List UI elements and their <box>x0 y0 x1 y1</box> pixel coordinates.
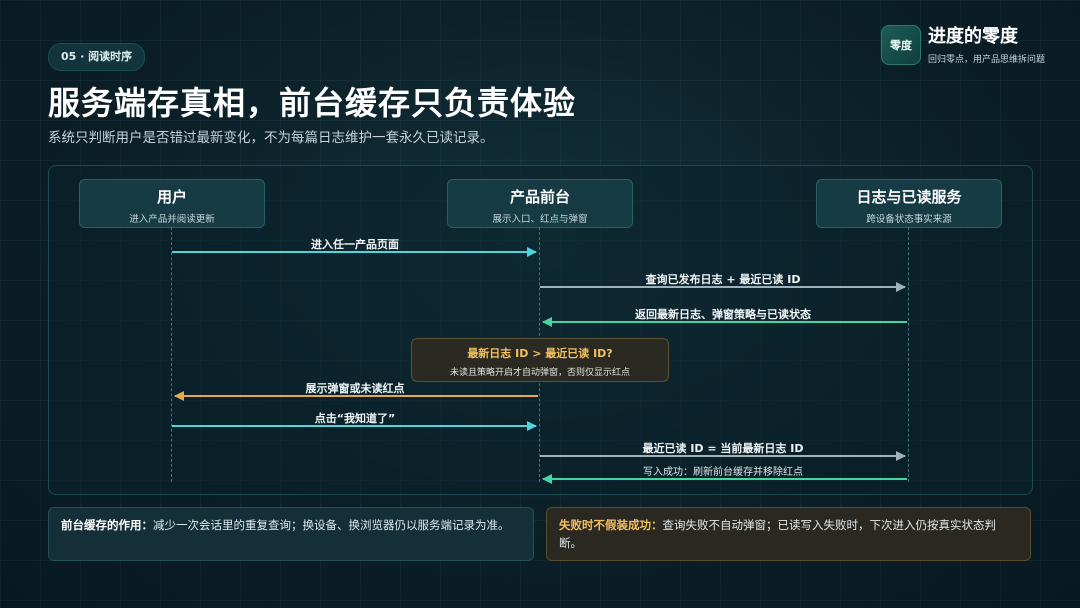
message-label: 最近已读 ID = 当前最新日志 ID <box>642 442 804 455</box>
lane-service: 日志与已读服务 跨设备状态事实来源 <box>816 179 1002 228</box>
brand-logo: 零度 <box>881 25 921 65</box>
section-badge: 05 · 阅读时序 <box>48 43 146 71</box>
message-label: 进入任一产品页面 <box>311 238 399 251</box>
note-key: 失败时不假装成功： <box>559 518 663 532</box>
lifeline-user <box>171 227 172 482</box>
decision-question: 最新日志 ID > 最近已读 ID? <box>467 347 613 360</box>
brand-logo-text: 零度 <box>890 39 912 52</box>
message-label: 查询已发布日志 + 最近已读 ID <box>645 273 801 286</box>
brand-tagline: 回归零点，用产品思维拆问题 <box>928 55 1046 65</box>
note-key: 前台缓存的作用： <box>61 518 153 532</box>
message-label: 写入成功：刷新前台缓存并移除红点 <box>643 467 803 478</box>
lane-name: 日志与已读服务 <box>856 188 962 206</box>
message-label: 展示弹窗或未读红点 <box>305 382 405 395</box>
lane-frontend: 产品前台 展示入口、红点与弹窗 <box>447 179 633 228</box>
page-title: 服务端存真相，前台缓存只负责体验 <box>48 84 577 122</box>
note-frontend-cache: 前台缓存的作用：减少一次会话里的重复查询；换设备、换浏览器仍以服务端记录为准。 <box>48 507 534 561</box>
note-text: 减少一次会话里的重复查询；换设备、换浏览器仍以服务端记录为准。 <box>153 518 510 532</box>
message-label: 点击“我知道了” <box>314 412 396 425</box>
note-failure-handling: 失败时不假装成功：查询失败不自动弹窗；已读写入失败时，下次进入仍按真实状态判断。 <box>546 507 1031 561</box>
lane-desc: 进入产品并阅读更新 <box>129 214 215 225</box>
lane-desc: 展示入口、红点与弹窗 <box>492 214 588 225</box>
lane-desc: 跨设备状态事实来源 <box>866 214 952 225</box>
lane-name: 产品前台 <box>509 188 570 206</box>
lane-user: 用户 进入产品并阅读更新 <box>79 179 265 228</box>
decision-note: 未读且策略开启才自动弹窗，否则仅显示红点 <box>449 368 630 378</box>
page-subtitle: 系统只判断用户是否错过最新变化，不为每篇日志维护一套永久已读记录。 <box>48 130 494 146</box>
decision-box: 最新日志 ID > 最近已读 ID? 未读且策略开启才自动弹窗，否则仅显示红点 <box>411 338 669 382</box>
lifeline-service <box>908 227 909 482</box>
brand-name: 进度的零度 <box>928 26 1018 47</box>
message-label: 返回最新日志、弹窗策略与已读状态 <box>635 308 811 321</box>
note-text: 查询失败不自动弹窗；已读写入失败时，下次进入仍按真实状态判断。 <box>559 518 996 550</box>
lane-name: 用户 <box>156 188 187 206</box>
